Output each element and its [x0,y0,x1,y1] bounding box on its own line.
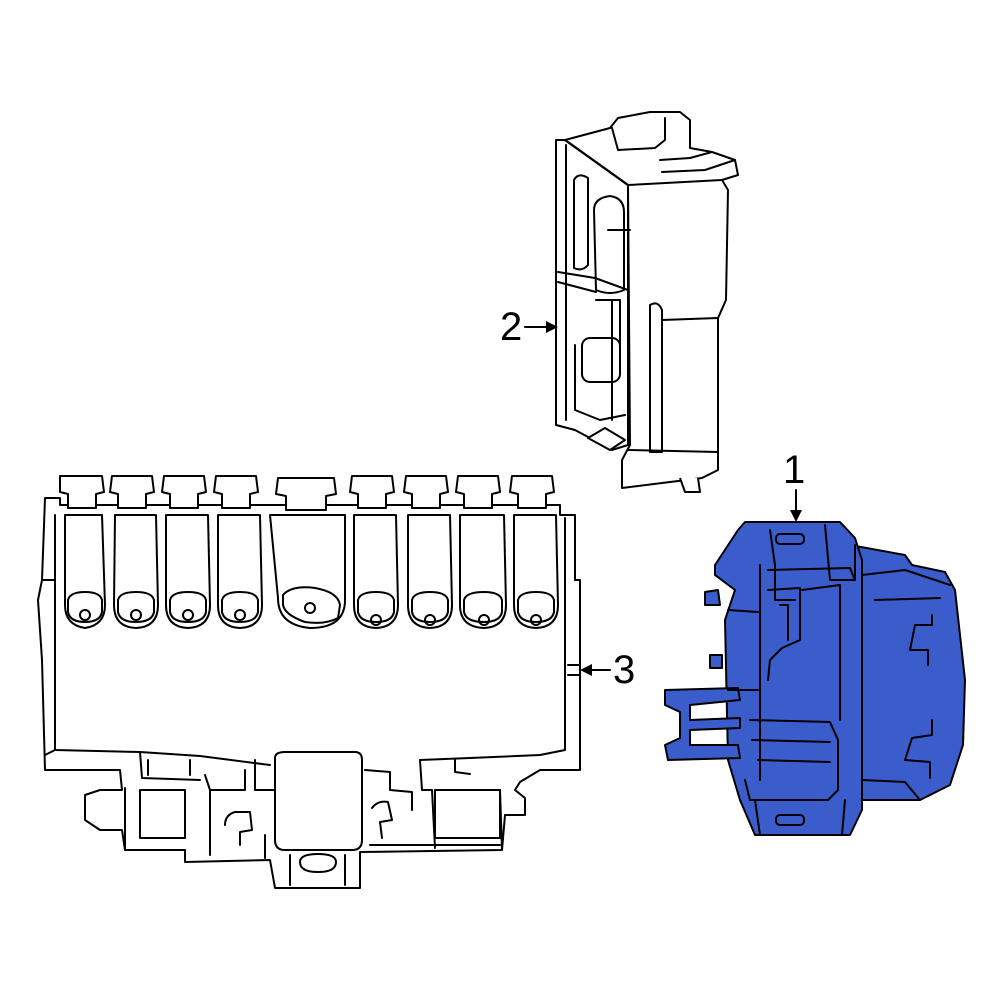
svg-text:2: 2 [500,305,522,349]
svg-text:3: 3 [613,648,635,692]
callout-1: 1 [783,448,805,522]
fuse-slots [64,514,559,629]
screw-bosses [67,586,555,626]
callout-2: 2 [500,305,558,349]
callout-3: 3 [580,648,635,692]
part-1-module[interactable] [664,521,966,836]
fuse-tabs [59,475,555,511]
part-2-housing[interactable] [555,111,739,493]
svg-text:1: 1 [783,448,805,492]
part-3-fuse-block[interactable] [37,475,581,889]
